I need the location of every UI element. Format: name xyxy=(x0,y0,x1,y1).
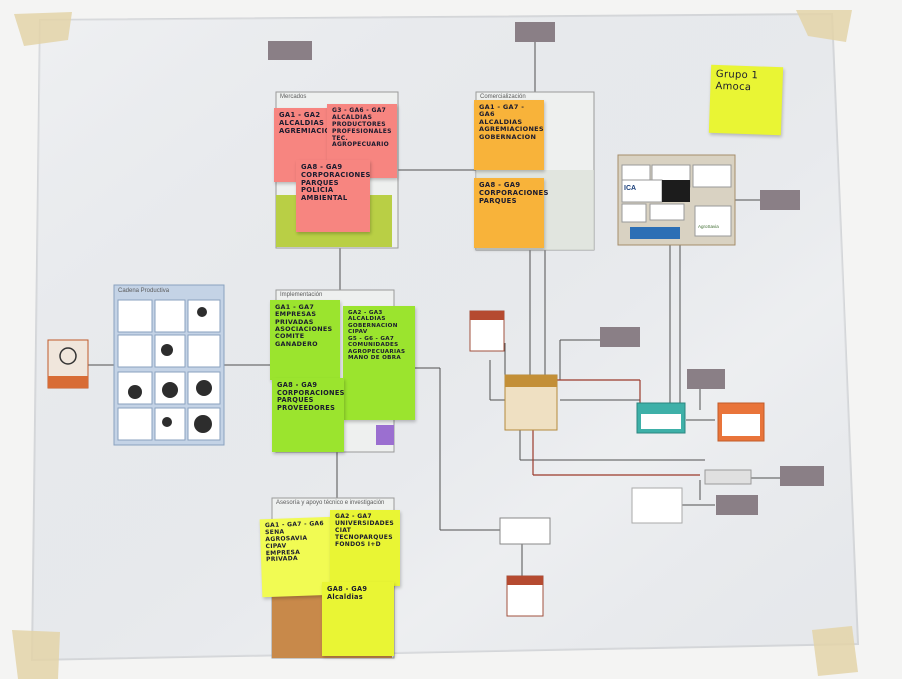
gray-box-right-lower xyxy=(780,466,824,486)
section-title-cadena-productiva: Cadena Productiva xyxy=(118,288,170,294)
ica-logo: ICA xyxy=(624,185,637,192)
section-title-implementacion: Implementación xyxy=(280,292,323,298)
agrosavia-logo: AgroSavia xyxy=(698,224,719,229)
section-title-comercializacion: Comercialización xyxy=(480,94,526,100)
sticky-note-implementacion-left: GA1 - GA7 EMPRESAS PRIVADAS ASOCIACIONES… xyxy=(270,300,340,380)
flow-box-bottom xyxy=(499,517,551,545)
gray-box-top xyxy=(515,22,555,42)
gray-box-lower xyxy=(716,495,758,515)
gray-box-mid xyxy=(600,327,640,347)
sticky-note-implementacion-bottom: GA8 - GA9 CORPORACIONES PARQUES PROVEEDO… xyxy=(272,378,344,452)
sticky-note-implementacion-right: GA2 - GA3 ALCALDIAS GOBERNACION CIPAV G5… xyxy=(343,306,415,420)
gray-box-top-left xyxy=(268,41,312,60)
tape-bottom-right xyxy=(812,626,858,676)
tape-bottom-left xyxy=(12,630,60,679)
sticky-note-asesoria-bottom: GA8 - GA9 Alcaldias xyxy=(322,582,394,656)
sticky-note-comercializacion-top: GA1 - GA7 - GA6 ALCALDIAS AGREMIACIONES … xyxy=(474,100,544,170)
tape-top-right xyxy=(796,10,852,42)
section-title-mercados: Mercados xyxy=(280,94,307,100)
gray-box-right xyxy=(760,190,800,210)
sticky-note-asesoria-right: GA2 - GA7 UNIVERSIDADES CIAT TECNOPARQUE… xyxy=(330,510,400,586)
gray-box-mid-right xyxy=(687,369,725,389)
section-title-asesoria: Asesoría y apoyo técnico e investigación xyxy=(276,500,385,506)
zonas-icons xyxy=(128,307,212,433)
tape-top-left xyxy=(14,12,72,46)
logo-card xyxy=(631,487,683,524)
sticky-note-mercados-bottom: GA8 - GA9 CORPORACIONES PARQUES POLICIA … xyxy=(296,160,370,232)
flow-box-gray xyxy=(704,469,752,485)
sticky-note-grupo: Grupo 1 Amoca xyxy=(708,64,784,136)
sticky-note-comercializacion-bottom: GA8 - GA9 CORPORACIONES PARQUES xyxy=(474,178,548,248)
